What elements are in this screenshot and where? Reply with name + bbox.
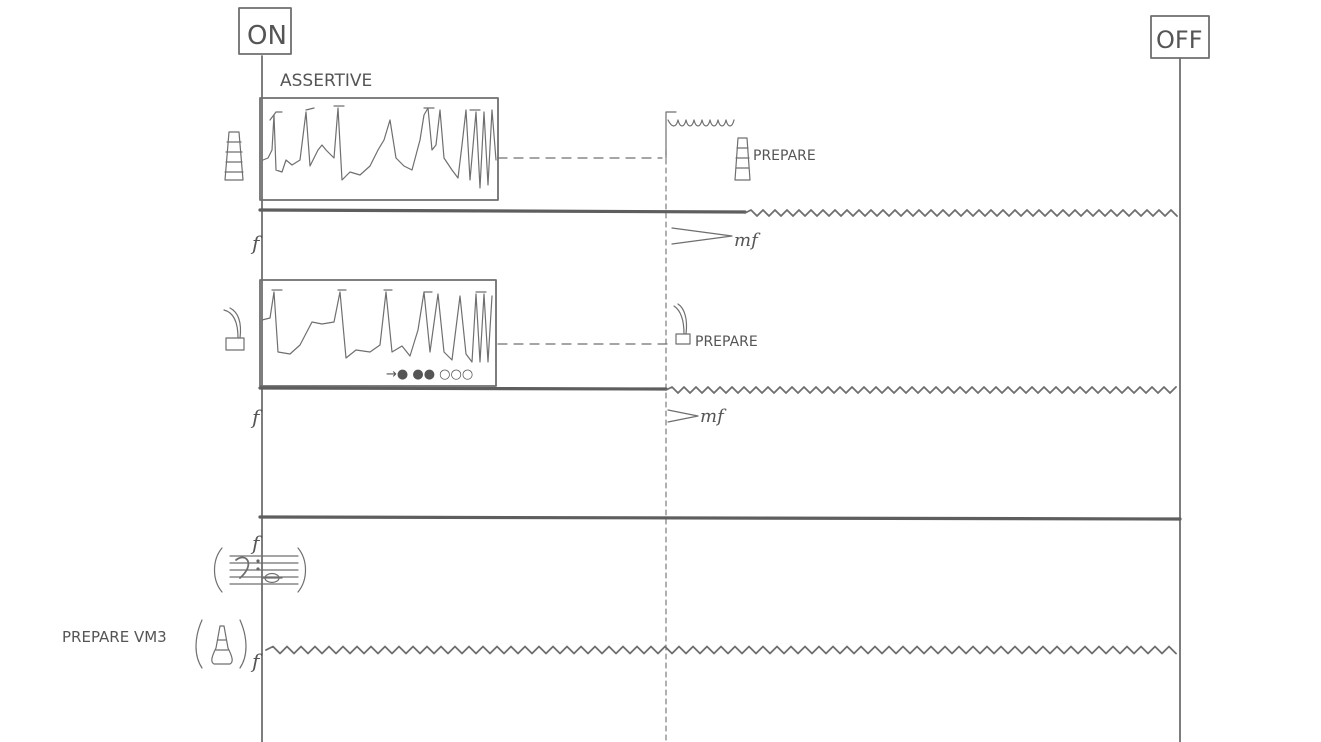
trill-gesture-1: [665, 111, 735, 159]
ladder-icon-prepare: [734, 137, 751, 181]
svg-text:OFF: OFF: [1156, 26, 1203, 54]
dynamic-f-4: f: [250, 649, 263, 673]
dynamic-f-3: f: [250, 531, 263, 555]
assertive-box: [259, 97, 499, 201]
flag-marks-2: [271, 289, 487, 293]
sustain-line-2: [258, 386, 668, 391]
svg-text:ON: ON: [247, 21, 287, 51]
sustain-line-3: [258, 515, 1182, 521]
tremolo-line-1: [744, 209, 1178, 217]
prepare-label-2: PREPARE: [695, 334, 758, 350]
decrescendo-2: [667, 409, 699, 423]
mouthpiece-icon-prepare: [673, 303, 691, 345]
mouthpiece-icon: [223, 307, 245, 351]
key-diagram: →● ●● ○○○: [386, 367, 473, 382]
prepare-label-1: PREPARE: [753, 148, 816, 164]
dynamic-f-2: f: [250, 405, 263, 429]
dynamic-mf-2: mf: [700, 406, 727, 427]
bell-icon: [195, 619, 247, 669]
ladder-icon: [224, 131, 244, 181]
sustain-line-1: [258, 208, 747, 214]
assertive-label: ASSERTIVE: [280, 71, 372, 91]
assertive-gesture: [262, 107, 497, 189]
prepare-vm3-label: PREPARE VM3: [62, 628, 167, 646]
off-marker: OFF: [1150, 15, 1210, 59]
on-marker: ON: [238, 7, 292, 55]
decrescendo-1: [671, 227, 733, 245]
gesture-2: [261, 291, 493, 363]
tremolo-line-2: [665, 386, 1177, 394]
gesture-box-2: [259, 279, 497, 387]
tremolo-line-4: [265, 645, 1177, 655]
dynamic-f-1: f: [250, 231, 263, 255]
flag-marks: [269, 105, 481, 121]
bass-clef-icon: [213, 547, 307, 593]
dynamic-mf-1: mf: [734, 230, 761, 251]
